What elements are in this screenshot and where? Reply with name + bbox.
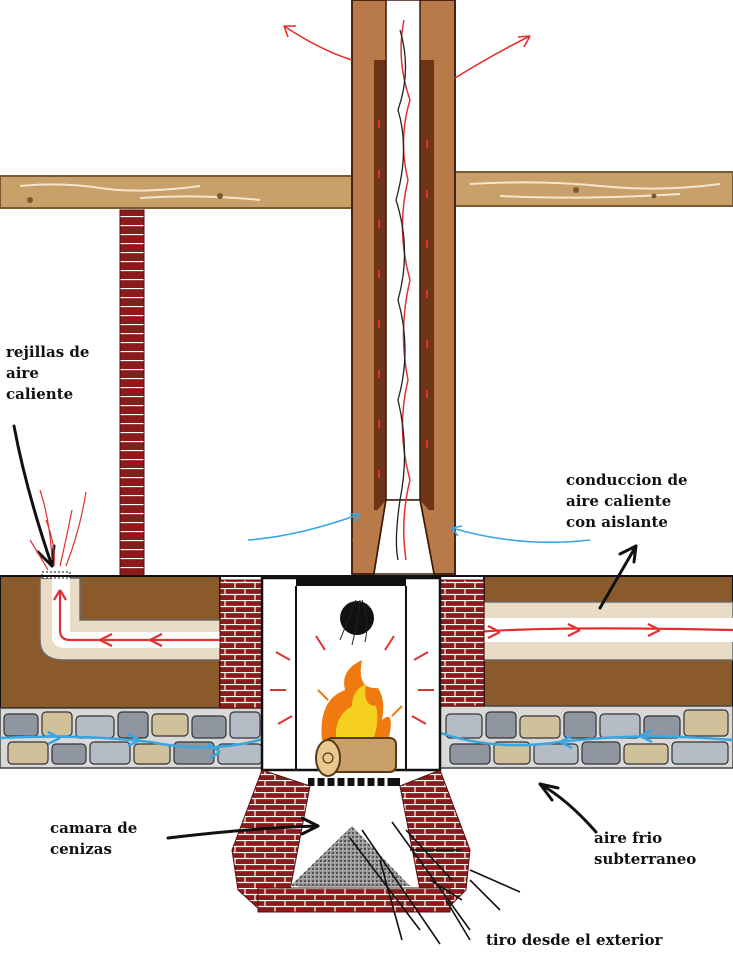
draft-lines: [349, 821, 521, 945]
stone-foundation: [0, 705, 733, 769]
cold-air-inflow-arrows: [247, 513, 591, 544]
cold-air-ground-arrows: [0, 699, 733, 760]
ash-chamber: [231, 769, 471, 913]
label-rejillas: rejillas de aire caliente: [6, 343, 90, 403]
label-conduccion: conduccion de aire caliente con aislante: [566, 471, 688, 531]
upper-floor-beam: [0, 171, 733, 209]
label-camara: camara de cenizas: [50, 819, 138, 858]
ash-pile-icon: [290, 826, 410, 886]
label-tiro: tiro desde el exterior: [486, 931, 663, 949]
label-aire-frio: aire frio subterraneo: [594, 829, 697, 868]
grille-heat-wisps: [29, 489, 87, 571]
log-icon: [315, 737, 397, 777]
hot-air-exhaust-arrows: [283, 25, 531, 79]
brick-column: [119, 209, 145, 579]
chimney: [351, 0, 456, 575]
smoke-ball-icon: [340, 601, 374, 635]
hot-air-duct-right: [483, 601, 733, 661]
fire-icon: [317, 660, 403, 742]
